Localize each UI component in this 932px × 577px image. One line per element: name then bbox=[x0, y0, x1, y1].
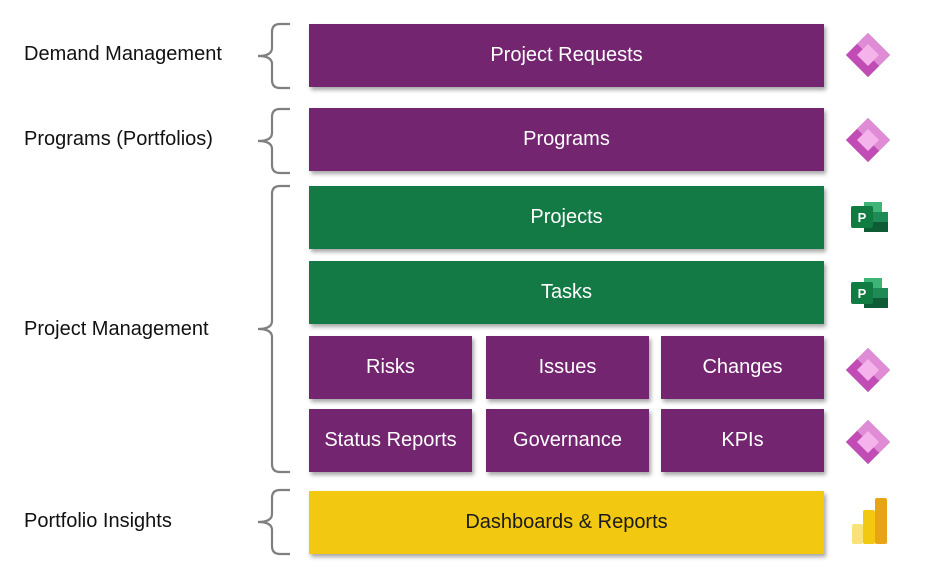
box-governance: Governance bbox=[486, 409, 649, 472]
box-programs: Programs bbox=[309, 108, 824, 171]
box-status-reports: Status Reports bbox=[309, 409, 472, 472]
project-icon-letter: P bbox=[858, 210, 867, 225]
power-bi-icon bbox=[852, 498, 887, 544]
brace-demand bbox=[257, 22, 290, 90]
power-apps-icon bbox=[846, 33, 890, 77]
section-label-programs: Programs (Portfolios) bbox=[24, 128, 213, 150]
power-apps-icon bbox=[846, 118, 890, 162]
box-tasks: Tasks bbox=[309, 261, 824, 324]
brace-programs bbox=[257, 107, 290, 175]
section-label-demand-management: Demand Management bbox=[24, 43, 222, 65]
brace-portfolio-insights bbox=[257, 488, 290, 556]
microsoft-project-icon: P bbox=[851, 202, 888, 232]
power-apps-icon bbox=[846, 348, 890, 392]
box-changes: Changes bbox=[661, 336, 824, 399]
box-project-requests: Project Requests bbox=[309, 24, 824, 87]
brace-project-management bbox=[257, 184, 290, 474]
box-risks: Risks bbox=[309, 336, 472, 399]
box-issues: Issues bbox=[486, 336, 649, 399]
power-apps-icon bbox=[846, 420, 890, 464]
section-label-portfolio-insights: Portfolio Insights bbox=[24, 510, 172, 532]
box-kpis: KPIs bbox=[661, 409, 824, 472]
project-icon-letter: P bbox=[858, 286, 867, 301]
microsoft-project-icon: P bbox=[851, 278, 888, 308]
section-label-project-management: Project Management bbox=[24, 318, 209, 340]
box-dashboards-reports: Dashboards & Reports bbox=[309, 491, 824, 554]
box-projects: Projects bbox=[309, 186, 824, 249]
